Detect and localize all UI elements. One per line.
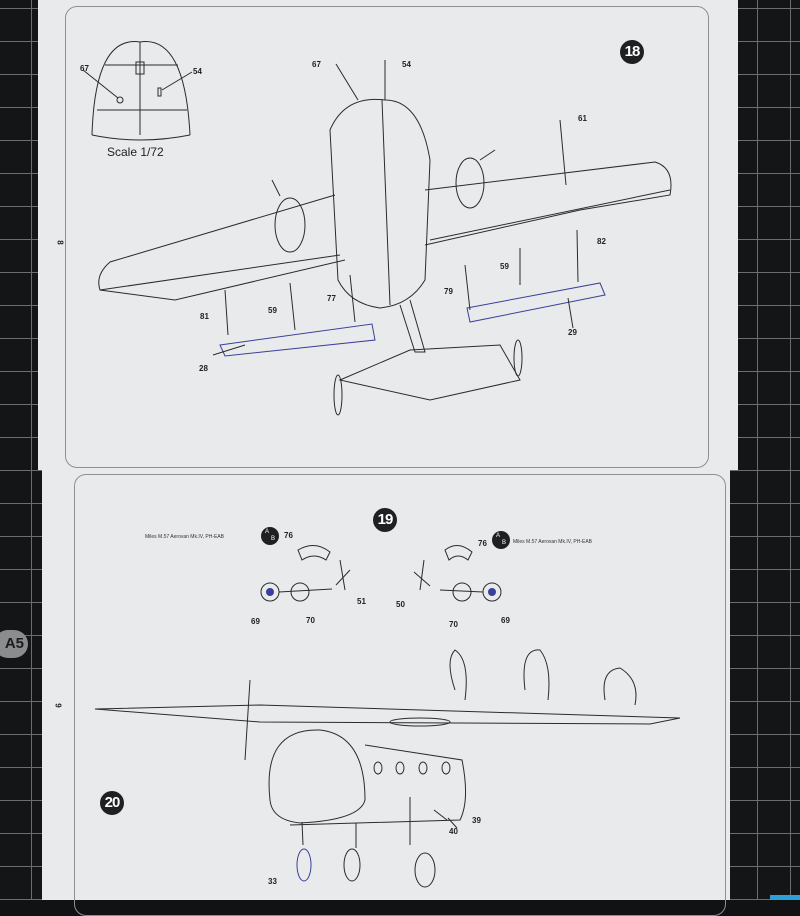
variant-badge-left: A B bbox=[261, 527, 279, 545]
callout-67: 67 bbox=[312, 60, 321, 69]
step-badge-18: 18 bbox=[620, 40, 644, 64]
callout-54-inset: 54 bbox=[193, 67, 202, 76]
callout-82: 82 bbox=[597, 237, 606, 246]
callout-40: 40 bbox=[449, 827, 458, 836]
callout-28: 28 bbox=[199, 364, 208, 373]
callout-76-right: 76 bbox=[478, 539, 487, 548]
cutting-mat-label: A5 bbox=[0, 630, 28, 658]
callout-81: 81 bbox=[200, 312, 209, 321]
callout-69-left: 69 bbox=[251, 617, 260, 626]
step-18-panel bbox=[65, 6, 709, 468]
callout-79: 79 bbox=[444, 287, 453, 296]
callout-59-right: 59 bbox=[500, 262, 509, 271]
callout-70-left: 70 bbox=[306, 616, 315, 625]
callout-51: 51 bbox=[357, 597, 366, 606]
instruction-page-top bbox=[38, 0, 738, 470]
callout-33: 33 bbox=[268, 877, 277, 886]
callout-54: 54 bbox=[402, 60, 411, 69]
callout-70-right: 70 bbox=[449, 620, 458, 629]
callout-76-left: 76 bbox=[284, 531, 293, 540]
edge-accent bbox=[770, 895, 800, 900]
callout-39: 39 bbox=[472, 816, 481, 825]
callout-69-right: 69 bbox=[501, 616, 510, 625]
variant-label-right: Miles M.57 Aerovan Mk.IV, PH-EAB bbox=[513, 539, 593, 545]
scale-label: Scale 1/72 bbox=[107, 145, 164, 159]
callout-29: 29 bbox=[568, 328, 577, 337]
callout-50: 50 bbox=[396, 600, 405, 609]
callout-77: 77 bbox=[327, 294, 336, 303]
callout-59-left: 59 bbox=[268, 306, 277, 315]
instruction-page-bottom bbox=[42, 470, 730, 900]
variant-label-left: Miles M.57 Aerovan Mk.IV, PH-EAB bbox=[145, 534, 225, 540]
callout-61: 61 bbox=[578, 114, 587, 123]
callout-67-inset: 67 bbox=[80, 64, 89, 73]
step-badge-20: 20 bbox=[100, 791, 124, 815]
variant-badge-right: A B bbox=[492, 531, 510, 549]
step-badge-19: 19 bbox=[373, 508, 397, 532]
